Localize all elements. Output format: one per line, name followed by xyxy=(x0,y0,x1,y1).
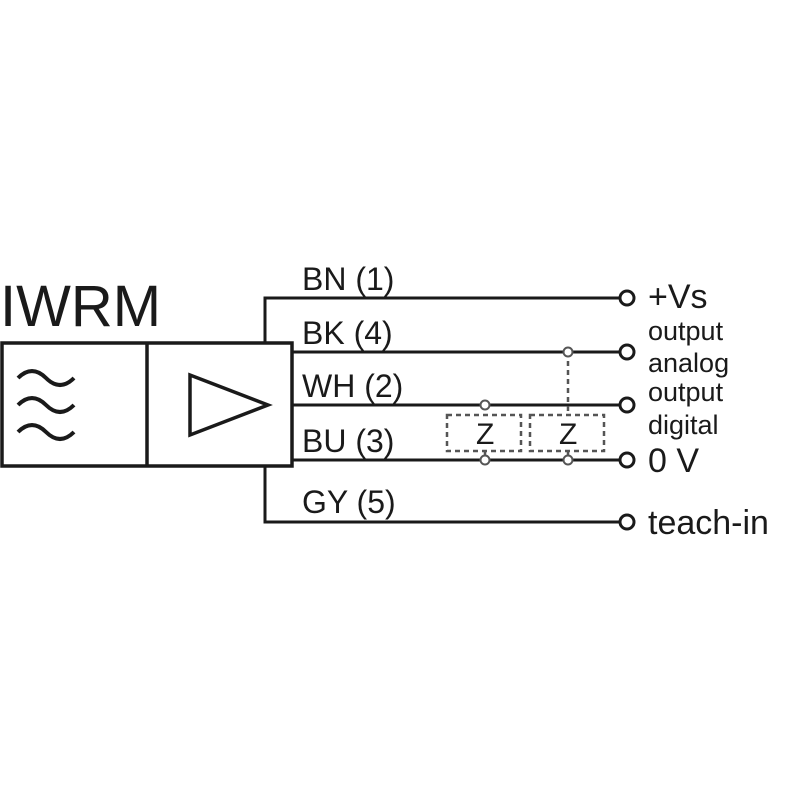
sensor-name: IWRM xyxy=(0,274,161,339)
wire-label-bn: BN (1) xyxy=(302,261,394,297)
wire-gy xyxy=(263,466,620,524)
terminals xyxy=(618,289,636,531)
wire-label-bk: BK (4) xyxy=(302,315,393,351)
amplifier-triangle-icon xyxy=(188,372,273,438)
terminal-label-digital-2: digital xyxy=(648,410,719,440)
load-z-right-label: Z xyxy=(559,418,577,451)
terminal-output-digital xyxy=(618,396,636,414)
sensor-body xyxy=(0,341,294,468)
wave-icon xyxy=(16,369,76,441)
terminal-0v xyxy=(618,451,636,469)
junction-dot xyxy=(479,454,491,466)
junction-dot xyxy=(562,346,574,358)
terminal-output-analog xyxy=(618,343,636,361)
terminal-vs xyxy=(618,289,636,307)
terminal-label-analog-1: output xyxy=(648,316,724,346)
wire-label-wh: WH (2) xyxy=(302,368,403,404)
terminal-label-vs: +Vs xyxy=(648,278,708,316)
junction-dot xyxy=(479,399,491,411)
wire-label-bu: BU (3) xyxy=(302,423,394,459)
wire-label-gy: GY (5) xyxy=(302,484,396,520)
wire-bn xyxy=(263,296,620,343)
terminal-label-analog-2: analog xyxy=(648,348,729,378)
terminal-label-0v: 0 V xyxy=(648,442,699,480)
load-z-left-label: Z xyxy=(476,418,494,451)
junction-dot xyxy=(562,454,574,466)
load-z-left: Z xyxy=(445,399,523,466)
load-z-right: Z xyxy=(528,346,606,466)
terminal-label-digital-1: output xyxy=(648,377,724,407)
terminal-teach-in xyxy=(618,513,636,531)
terminal-label-teach-in: teach-in xyxy=(648,504,769,542)
